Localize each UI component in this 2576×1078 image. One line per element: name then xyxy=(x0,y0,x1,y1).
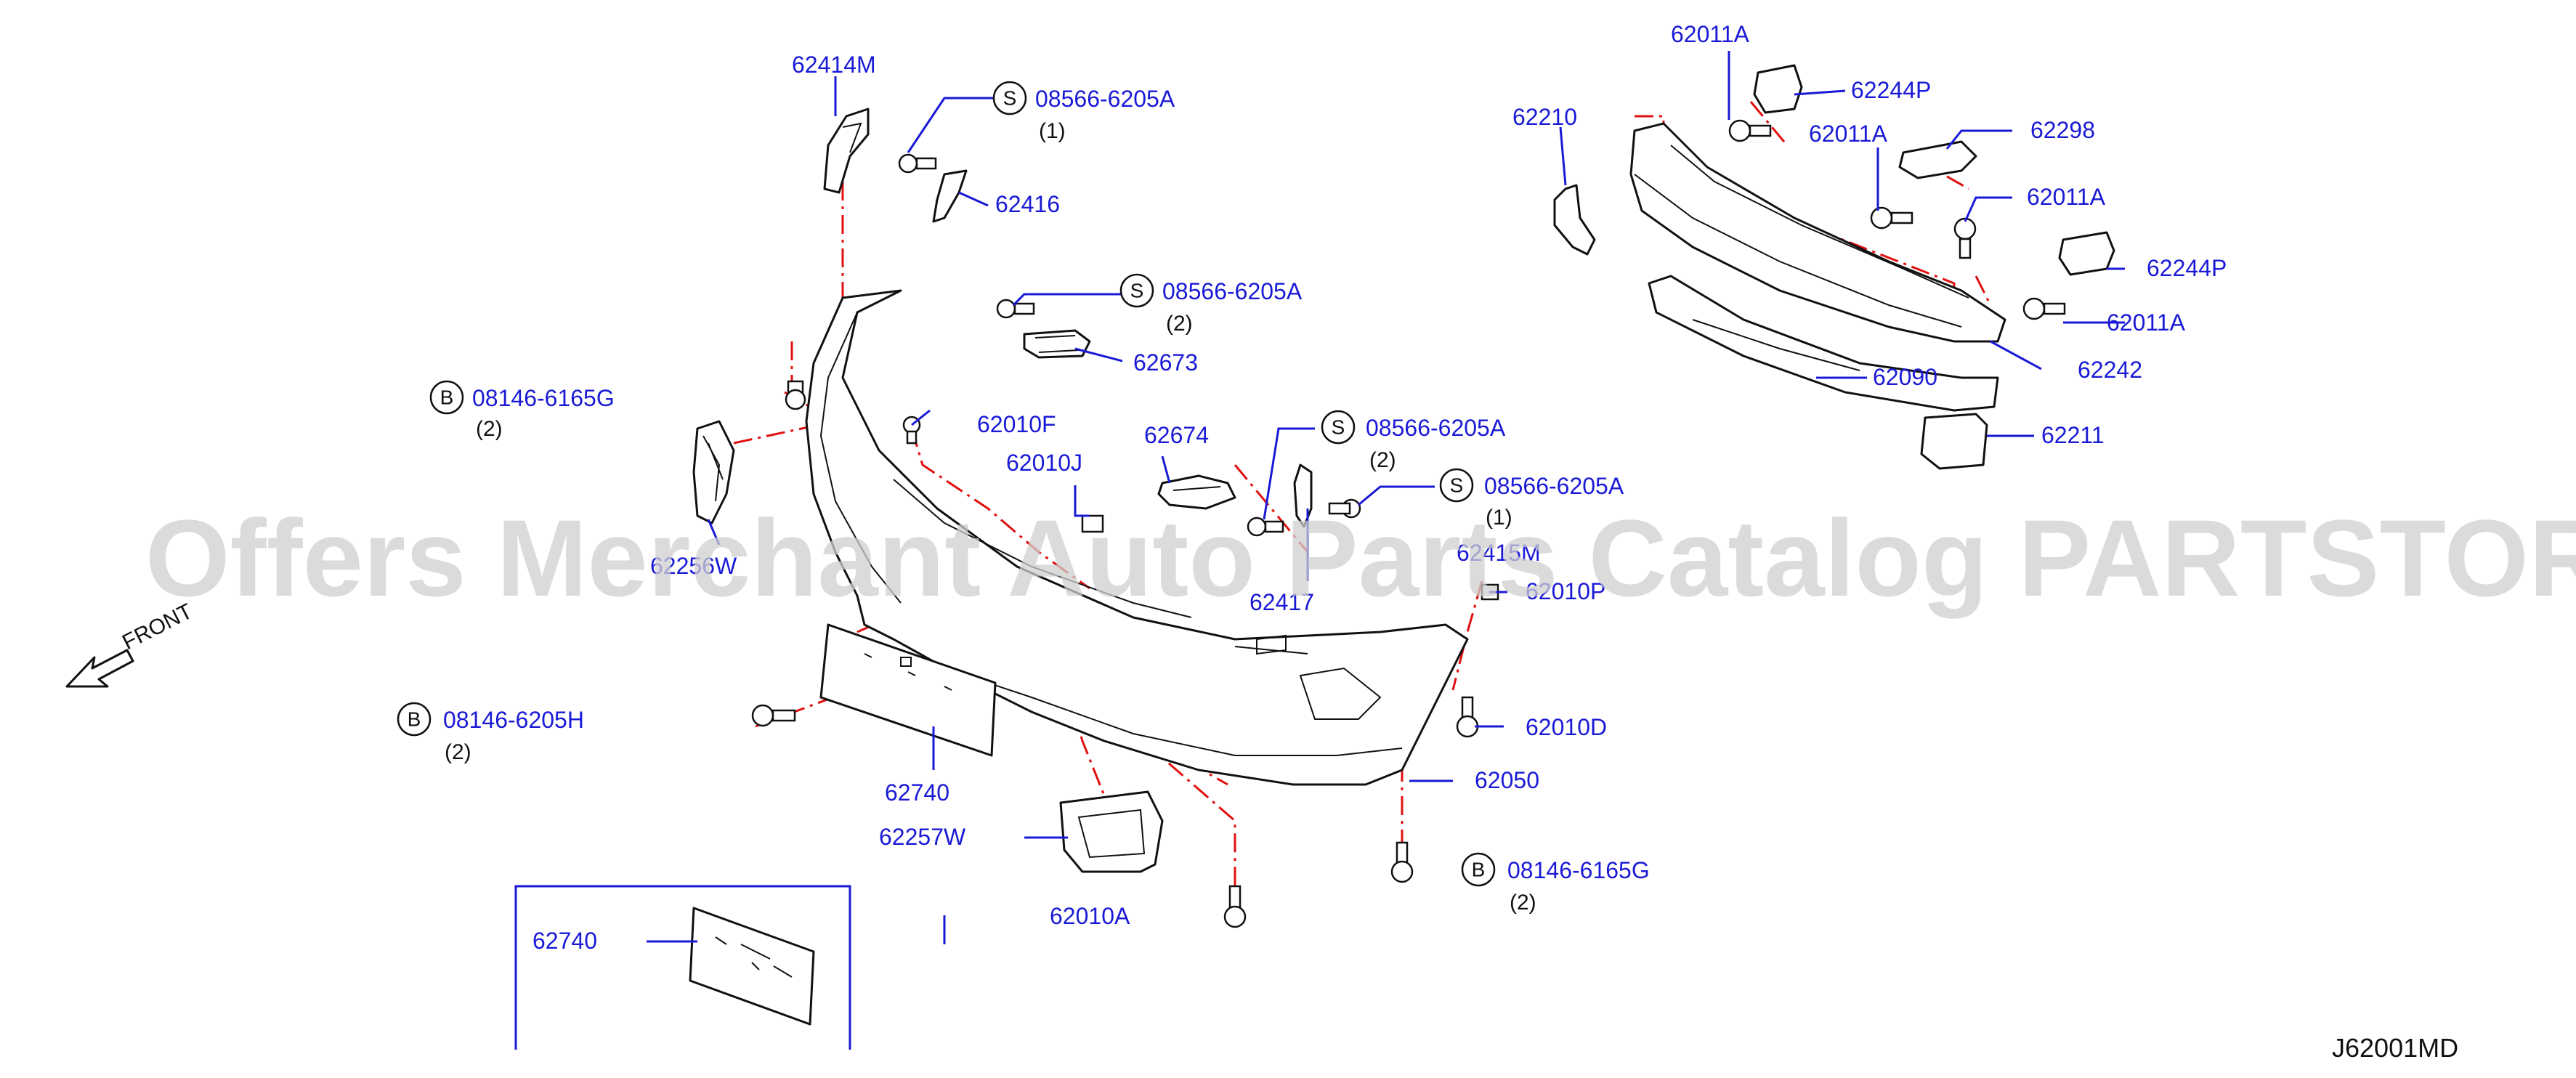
fasteners-left xyxy=(751,153,1499,928)
callout-62090: 62090 xyxy=(1873,364,1937,390)
b-prefix-icon xyxy=(1461,852,1496,887)
callout-62010f: 62010F xyxy=(977,411,1056,437)
callout-62740: 62740 xyxy=(885,779,949,806)
upper-bracket-62414m xyxy=(823,108,870,194)
callout-prefix: S xyxy=(1130,280,1144,302)
b-prefix-icon xyxy=(397,702,432,737)
callout-qty: (2) xyxy=(1166,312,1193,336)
variant-inset-box xyxy=(514,885,851,1050)
callout-62010j: 62010J xyxy=(1006,450,1082,476)
bracket-62244p-lower xyxy=(2058,231,2115,276)
callout-62416: 62416 xyxy=(995,191,1060,217)
bracket-62674 xyxy=(1157,474,1236,510)
callout-prefix: S xyxy=(1003,87,1017,110)
s-prefix-icon xyxy=(1439,468,1474,503)
callout-62256w: 62256W xyxy=(650,553,737,579)
bolt-icon xyxy=(1456,696,1479,738)
reference-code: J62001MD xyxy=(2332,1033,2458,1063)
callout-62010d: 62010D xyxy=(1526,714,1607,740)
callout-prefix: S xyxy=(1332,416,1345,439)
bolt-icon xyxy=(996,299,1035,319)
bolt-icon xyxy=(1728,119,1772,142)
clip-icon xyxy=(1081,514,1104,533)
callout-08566-6205a: 08566-6205A xyxy=(1162,278,1303,304)
callout-62740-inset: 62740 xyxy=(532,928,597,954)
leader-lines xyxy=(647,51,2125,944)
bolt-icon xyxy=(1223,885,1247,928)
callout-62257w: 62257W xyxy=(879,824,966,850)
callout-62414m: 62414M xyxy=(792,52,876,78)
callout-62011a: 62011A xyxy=(1671,21,1750,47)
callout-prefix: B xyxy=(1472,859,1486,881)
callout-qty: (2) xyxy=(1369,448,1396,472)
callout-62211: 62211 xyxy=(2041,422,2105,448)
bracket-62416 xyxy=(932,169,968,223)
bracket-62244p-upper xyxy=(1753,64,1803,114)
bracket-62210 xyxy=(1553,184,1596,256)
callout-62050: 62050 xyxy=(1475,767,1539,793)
callout-62673: 62673 xyxy=(1133,349,1198,376)
callout-qty: (2) xyxy=(445,740,471,764)
energy-absorber-62090 xyxy=(1648,275,1999,412)
bolt-icon xyxy=(898,153,937,174)
callout-qty: (1) xyxy=(1039,119,1066,143)
callout-62010a: 62010A xyxy=(1050,903,1130,929)
callout-62242: 62242 xyxy=(2078,357,2142,383)
callout-08566-6205a: 08566-6205A xyxy=(1366,415,1506,441)
bolt-icon xyxy=(1328,498,1361,519)
callout-62298: 62298 xyxy=(2030,117,2095,143)
b-prefix-icon xyxy=(429,380,464,415)
callout-08566-6205a: 08566-6205A xyxy=(1484,473,1624,499)
cover-62211 xyxy=(1920,413,1988,470)
watermark: Offers Merchant Auto Parts Catalog PARTS… xyxy=(145,497,2576,619)
callout-62674: 62674 xyxy=(1144,422,1209,448)
bolt-icon xyxy=(1953,217,1977,259)
callout-08146-6165g: 08146-6165G xyxy=(1507,857,1650,883)
bracket-62673 xyxy=(1023,329,1091,359)
s-prefix-icon xyxy=(1119,273,1154,308)
callout-62011a: 62011A xyxy=(2107,309,2186,336)
callout-qty: (2) xyxy=(476,417,503,441)
fog-lamp-cover-62257w xyxy=(1059,790,1164,873)
bolt-icon xyxy=(1247,516,1284,537)
callout-prefix: B xyxy=(408,708,421,731)
s-prefix-icon xyxy=(1321,410,1356,445)
bolt-icon xyxy=(751,704,796,727)
callout-62244p: 62244P xyxy=(1851,77,1931,103)
callout-08566-6205a: 08566-6205A xyxy=(1035,86,1175,112)
callout-qty: (2) xyxy=(1510,891,1536,915)
callout-62417: 62417 xyxy=(1249,589,1314,615)
license-plate-bracket-62740 xyxy=(819,623,997,757)
callout-08146-6205h: 08146-6205H xyxy=(443,707,584,733)
bolt-icon xyxy=(1390,841,1414,883)
bracket-62298 xyxy=(1898,140,1977,179)
bolt-icon xyxy=(2022,297,2066,320)
callout-qty: (1) xyxy=(1486,506,1512,530)
bolt-icon xyxy=(785,380,806,410)
callout-62210: 62210 xyxy=(1512,104,1577,130)
callout-labels: 62414M S 08566-6205A (1) 62416 S 08566-6… xyxy=(397,21,2227,954)
bumper-beam-62242 xyxy=(1629,122,2006,343)
callout-08146-6165g: 08146-6165G xyxy=(472,385,615,411)
callout-prefix: B xyxy=(440,386,454,409)
callout-62010p: 62010P xyxy=(1526,578,1605,604)
bolt-icon xyxy=(1870,206,1913,230)
callout-prefix: S xyxy=(1450,474,1464,497)
bumper-reinforcement-62256w xyxy=(692,420,735,524)
callout-62011a: 62011A xyxy=(1809,121,1888,147)
callout-62244p: 62244P xyxy=(2147,255,2227,281)
fasteners-right xyxy=(1728,119,2066,320)
s-prefix-icon xyxy=(992,81,1027,115)
callout-62011a: 62011A xyxy=(2027,184,2106,210)
callout-62415m: 62415M xyxy=(1457,540,1541,566)
